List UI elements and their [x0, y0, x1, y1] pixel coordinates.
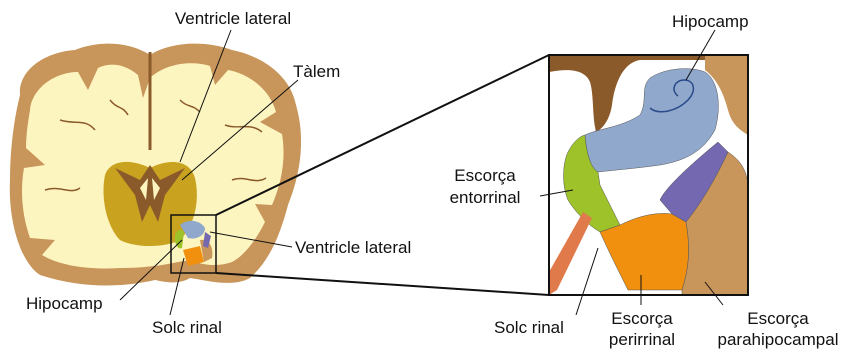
- label-escorca-perirrinal-1: Escorça: [596, 309, 688, 329]
- label-escorca-entorrinal-2: entorrinal: [430, 188, 540, 208]
- brain-section: [10, 44, 301, 286]
- label-hipocamp-left: Hipocamp: [26, 294, 103, 314]
- label-escorca-parahipocampal-2: parahipocampal: [713, 330, 843, 350]
- label-escorca-perirrinal-2: perirrinal: [596, 330, 688, 350]
- label-escorca-entorrinal-1: Escorça: [430, 166, 540, 186]
- label-ventricle-lateral-right: Ventricle lateral: [295, 238, 411, 258]
- magnified-panel: [549, 55, 748, 295]
- label-escorca-parahipocampal-1: Escorça: [713, 309, 843, 329]
- label-ventricle-lateral-top: Ventricle lateral: [148, 9, 318, 29]
- label-talem: Tàlem: [293, 62, 340, 82]
- label-hipocamp-right: Hipocamp: [672, 12, 749, 32]
- label-solc-rinal-left: Solc rinal: [152, 318, 222, 338]
- label-solc-rinal-right: Solc rinal: [494, 318, 564, 338]
